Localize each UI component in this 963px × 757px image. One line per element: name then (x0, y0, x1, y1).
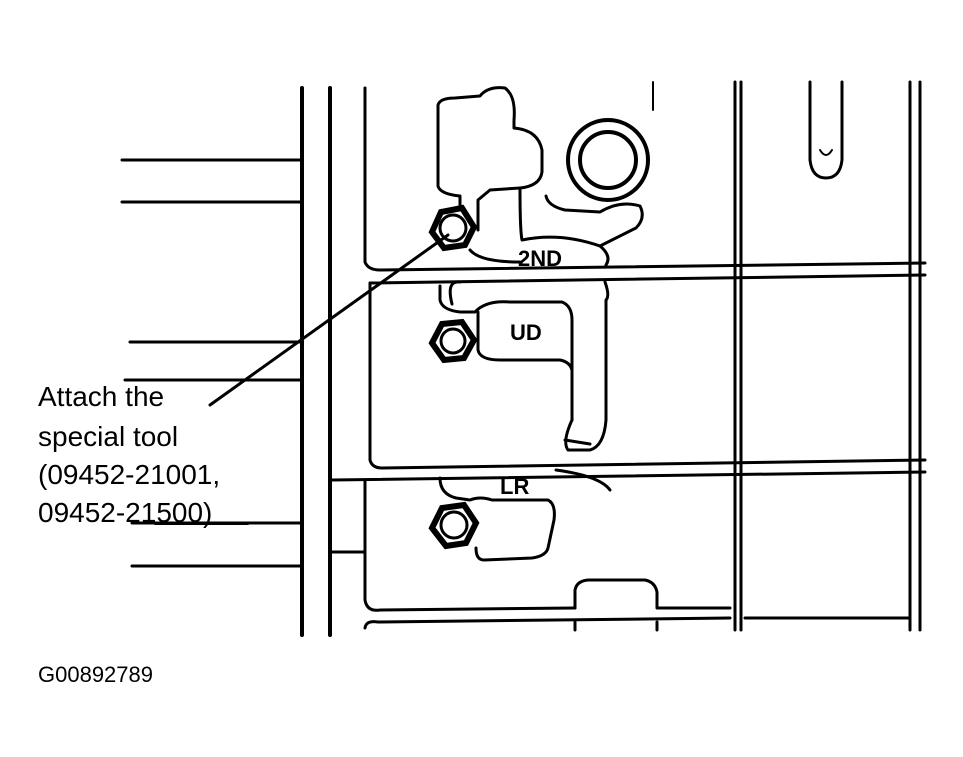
callout-line-2: special tool (38, 421, 178, 452)
callout-line-3: (09452-21001, (38, 459, 220, 490)
figure-id: G00892789 (38, 662, 153, 687)
callout-leader-line (208, 233, 450, 407)
vertical-rails (300, 80, 922, 637)
bolt-ud-icon (428, 318, 478, 364)
valve-block-lr (438, 468, 732, 632)
bolt-2nd-icon (428, 204, 478, 252)
round-port (566, 118, 650, 202)
callout-line-1: Attach the (38, 381, 164, 412)
horizontal-bands (330, 260, 927, 630)
callout-text: Attach the special tool (09452-21001, 09… (38, 381, 220, 528)
label-2nd: 2ND (518, 246, 562, 271)
label-ud: UD (510, 320, 542, 345)
valve-block-2nd (436, 86, 644, 267)
valve-block-ud (438, 280, 610, 452)
label-lr: LR (500, 474, 529, 499)
bolt-lr-icon (428, 501, 480, 550)
top-slot (808, 80, 844, 180)
callout-line-4: 09452-21500) (38, 497, 212, 528)
